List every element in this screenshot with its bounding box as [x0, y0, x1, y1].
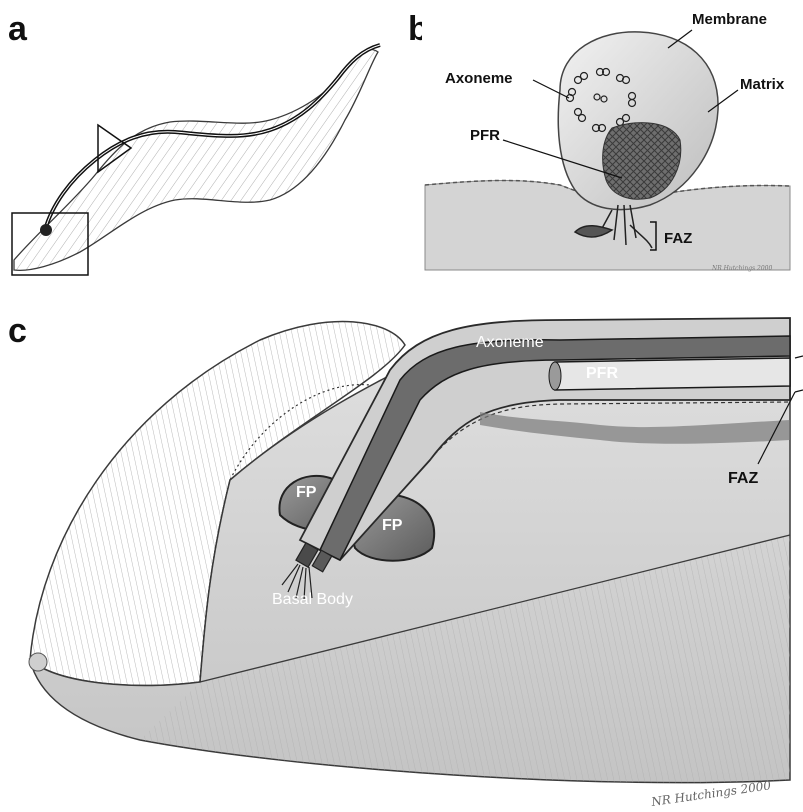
signature-b: NR Hutchings 2000 — [711, 265, 772, 272]
tick-right-2 — [795, 390, 803, 392]
label-faz-c: FAZ — [728, 470, 758, 487]
panel-a: a — [8, 10, 380, 275]
anterior-tip — [29, 653, 47, 671]
label-fp-left: FP — [296, 484, 317, 501]
tick-right-1 — [795, 356, 803, 358]
label-matrix: Matrix — [740, 76, 785, 93]
label-membrane: Membrane — [692, 11, 767, 28]
pfr-tube-end — [549, 362, 561, 390]
trypanosome-cell-body — [14, 49, 378, 270]
label-basal-body: Basal Body — [272, 591, 353, 608]
panel-b: b Membrane Axoneme — [408, 10, 796, 282]
label-fp-right: FP — [382, 517, 403, 534]
flagellar-pocket-dot — [40, 224, 52, 236]
panel-c: c Axoneme PFR FP FP Basal Body FAZ — [8, 312, 803, 809]
panel-a-letter: a — [8, 10, 28, 48]
label-axoneme-b: Axoneme — [445, 70, 513, 87]
panel-c-letter: c — [8, 312, 27, 350]
label-pfr-b: PFR — [470, 127, 500, 144]
label-faz-b: FAZ — [664, 230, 692, 247]
label-axoneme-c: Axoneme — [476, 334, 544, 351]
label-pfr-c: PFR — [586, 365, 618, 382]
